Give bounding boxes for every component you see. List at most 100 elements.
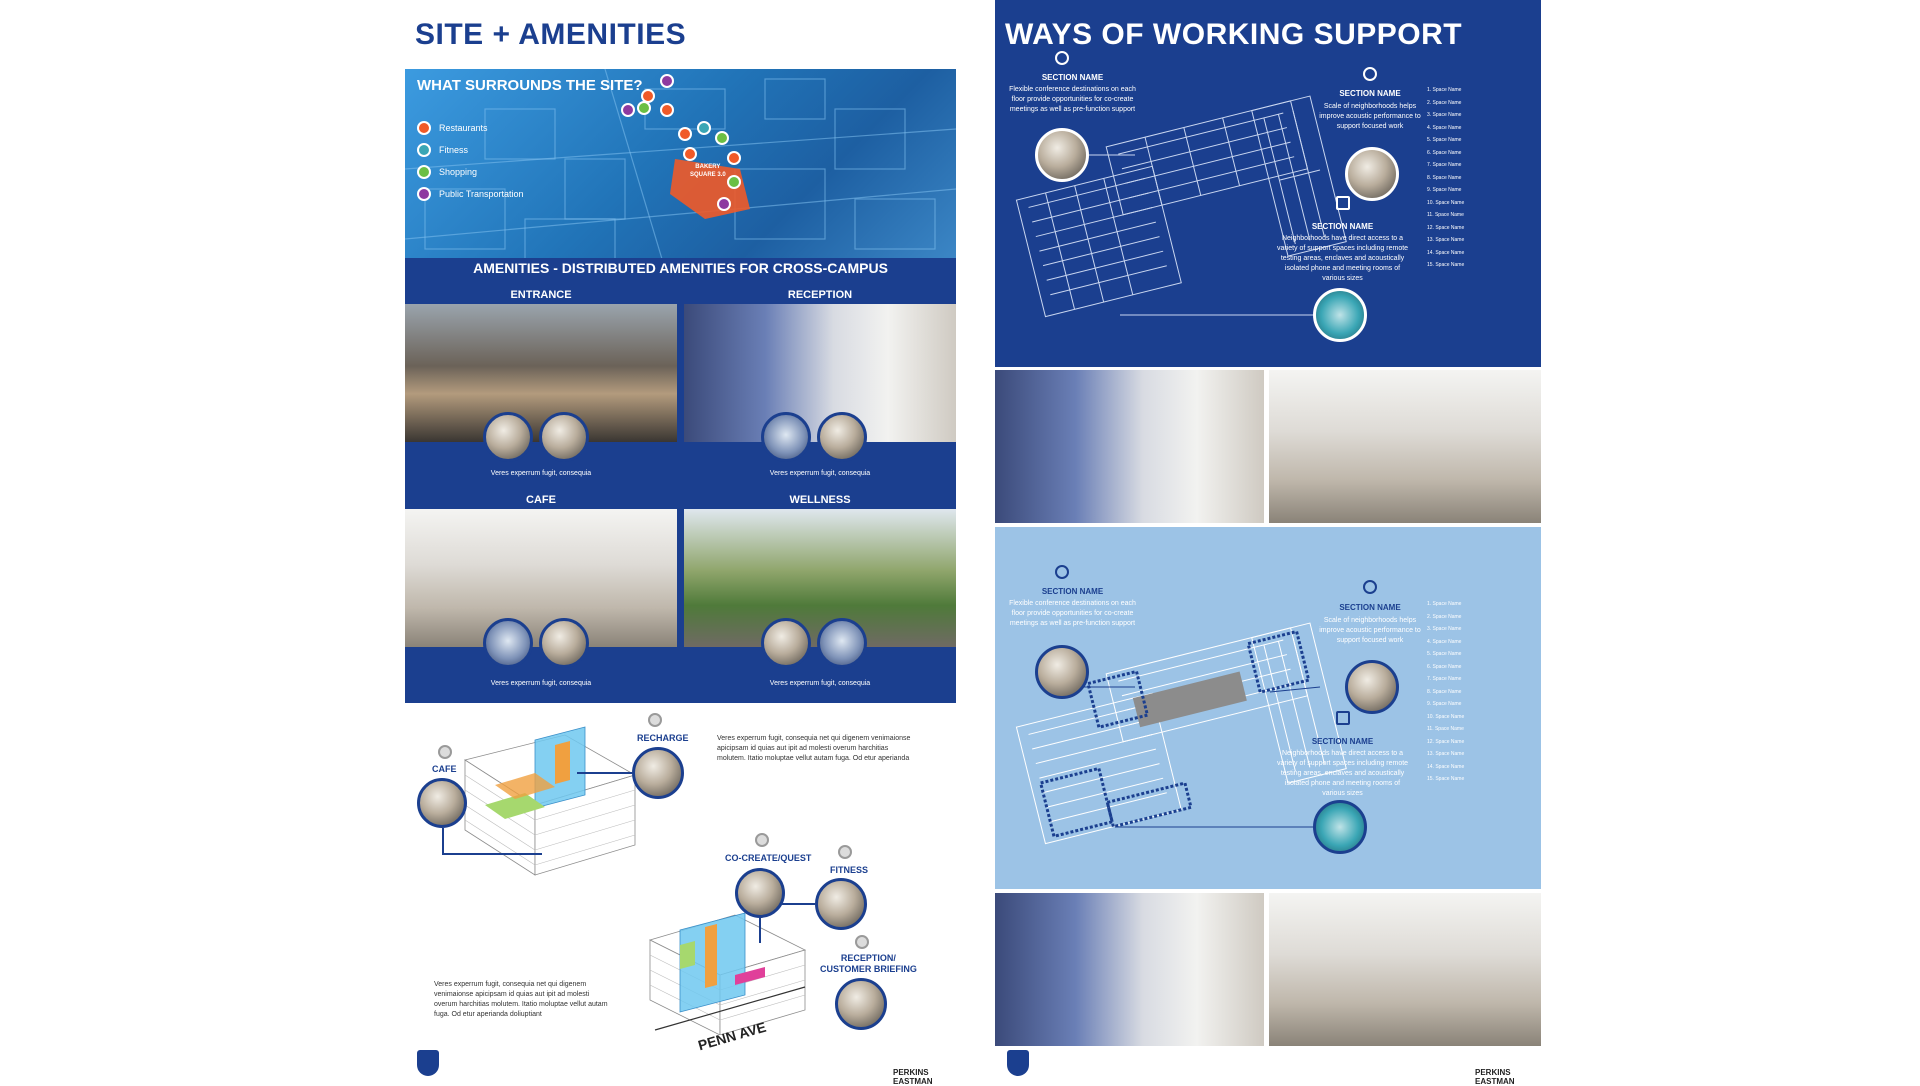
entrance-photo xyxy=(405,304,677,442)
space-name-item: 2. Space Name xyxy=(1427,613,1462,620)
section-1-left-text: Flexible conference destinations on each… xyxy=(1009,86,1136,113)
space-name-item: 3. Space Name xyxy=(1427,626,1462,632)
site-label-line1: BAKERY xyxy=(695,164,721,170)
space-name-item: 4. Space Name xyxy=(1427,638,1462,645)
cafe-caption: Veres experrum fugit, consequia xyxy=(490,680,592,687)
wellness-caption: Veres experrum fugit, consequia xyxy=(769,680,871,687)
legend-fitness: Fitness xyxy=(439,145,469,155)
meeting-icon xyxy=(1055,51,1069,65)
section-2-right-photo xyxy=(1345,660,1399,714)
reception-photo xyxy=(684,304,956,442)
cafe-detail-photo-2 xyxy=(539,618,589,668)
map-marker-bus-icon xyxy=(660,74,674,88)
leader-line xyxy=(577,772,632,774)
map-marker-bus-icon xyxy=(621,103,635,117)
diagram-description-bottom: Veres experrum fugit, consequia net qui … xyxy=(434,981,608,1018)
section-1-right-head: SECTION NAME xyxy=(1339,89,1401,98)
cafe-photo xyxy=(405,509,677,647)
board-title: WAYS OF WORKING SUPPORT xyxy=(1005,18,1463,51)
meeting-icon xyxy=(1055,565,1069,579)
diagram-description-top: Veres experrum fugit, consequia net qui … xyxy=(717,735,911,762)
map-marker-restaurant-icon xyxy=(678,127,692,141)
wellness-title: WELLNESS xyxy=(789,494,851,506)
map-marker-shopping-icon xyxy=(727,175,741,189)
entrance-detail-photo-1 xyxy=(483,412,533,462)
cafe-detail-photo-1 xyxy=(483,618,533,668)
space-name-item: 9. Space Name xyxy=(1427,187,1462,193)
space-name-item: 5. Space Name xyxy=(1427,651,1462,657)
space-name-item: 7. Space Name xyxy=(1427,162,1462,168)
space-name-item: 15. Space Name xyxy=(1427,262,1465,268)
logo-line1: PERKINS xyxy=(1475,1068,1511,1077)
axonometric-diagram xyxy=(464,726,807,1035)
fork-knife-icon xyxy=(417,121,431,135)
section-2-right-text: Scale of neighborhoods helps improve aco… xyxy=(1319,617,1421,644)
legend-shopping: Shopping xyxy=(439,167,478,177)
shopping-bag-icon xyxy=(417,165,431,179)
section-2-right-head: SECTION NAME xyxy=(1339,603,1401,612)
space-name-item: 11. Space Name xyxy=(1427,212,1464,218)
site-map: WHAT SURROUNDS THE SITE? BAKERY SQUARE 3… xyxy=(405,69,956,269)
recharge-diagram-label: RECHARGE xyxy=(637,733,689,743)
logo-line2: EASTMAN xyxy=(1475,1077,1515,1086)
map-marker-bus-icon xyxy=(717,197,731,211)
section-1-photo-reception xyxy=(995,370,1264,523)
space-name-item: 12. Space Name xyxy=(1427,738,1465,745)
space-name-item: 13. Space Name xyxy=(1427,751,1465,757)
entrance-detail-photo-2 xyxy=(539,412,589,462)
reception-detail-photo-1 xyxy=(761,412,811,462)
space-name-item: 10. Space Name xyxy=(1427,199,1465,206)
section-1-panel xyxy=(995,0,1541,367)
reception-label-line2: CUSTOMER BRIEFING xyxy=(820,964,917,974)
reception-diagram-photo xyxy=(835,978,887,1030)
desk-icon xyxy=(1363,67,1377,81)
space-name-item: 3. Space Name xyxy=(1427,112,1462,118)
map-building-outlines xyxy=(405,69,956,269)
coffee-cup-icon xyxy=(438,745,452,759)
space-name-item: 1. Space Name xyxy=(1427,601,1462,607)
section-2-left-head: SECTION NAME xyxy=(1041,587,1104,596)
section-1-bottom-head: SECTION NAME xyxy=(1311,222,1374,231)
cafe-title: CAFE xyxy=(526,494,556,506)
amenities-heading: AMENITIES - DISTRIBUTED AMENITIES FOR CR… xyxy=(473,260,888,276)
philips-logo xyxy=(1007,1050,1029,1076)
space-name-item: 14. Space Name xyxy=(1427,763,1465,770)
leader-line xyxy=(442,828,444,854)
space-name-item: 8. Space Name xyxy=(1427,174,1462,181)
space-name-item: 8. Space Name xyxy=(1427,688,1462,695)
wellness-detail-photo-1 xyxy=(761,618,811,668)
board-title: SITE + AMENITIES xyxy=(415,18,687,51)
phone-icon xyxy=(1336,196,1350,210)
section-1-photo-cafe xyxy=(1269,370,1541,523)
site-label: BAKERY SQUARE 3.0 xyxy=(690,163,726,179)
reception-diagram-label: RECEPTION/ CUSTOMER BRIEFING xyxy=(820,953,917,975)
site-label-line2: SQUARE 3.0 xyxy=(690,172,726,178)
map-heading: WHAT SURROUNDS THE SITE? xyxy=(417,77,643,94)
map-marker-restaurant-icon xyxy=(727,151,741,165)
space-name-item: 11. Space Name xyxy=(1427,726,1464,732)
map-marker-restaurant-icon xyxy=(683,147,697,161)
space-name-list-2: 1. Space Name 2. Space Name 3. Space Name 4… xyxy=(1427,598,1464,786)
floor-plan-2 xyxy=(1015,622,1347,845)
legend-public-transportation: Public Transportation xyxy=(439,189,524,199)
space-name-item: 2. Space Name xyxy=(1427,99,1462,106)
section-2-photo-cafe xyxy=(1269,893,1541,1046)
legend-restaurants: Restaurants xyxy=(439,123,488,133)
entrance-title: ENTRANCE xyxy=(510,289,572,301)
leader-line xyxy=(442,853,542,855)
map-marker-restaurant-icon xyxy=(660,103,674,117)
recharge-diagram-photo xyxy=(632,747,684,799)
cafe-diagram-photo xyxy=(417,778,467,828)
section-1-bottom-text: Neighborhoods have direct access to a va… xyxy=(1276,235,1409,282)
reception-caption: Veres experrum fugit, consequia xyxy=(769,470,871,477)
section-1-left-photo xyxy=(1035,128,1089,182)
space-name-item: 10. Space Name xyxy=(1427,713,1465,720)
section-1-bottom-photo xyxy=(1313,288,1367,342)
logo-line2: EASTMAN xyxy=(893,1077,933,1086)
leader-line xyxy=(780,903,815,905)
reception-desk-icon xyxy=(855,935,869,949)
fitness-diagram-label: FITNESS xyxy=(830,865,869,875)
wellness-detail-photo-2 xyxy=(817,618,867,668)
section-1-right-text: Scale of neighborhoods helps improve aco… xyxy=(1319,103,1421,130)
